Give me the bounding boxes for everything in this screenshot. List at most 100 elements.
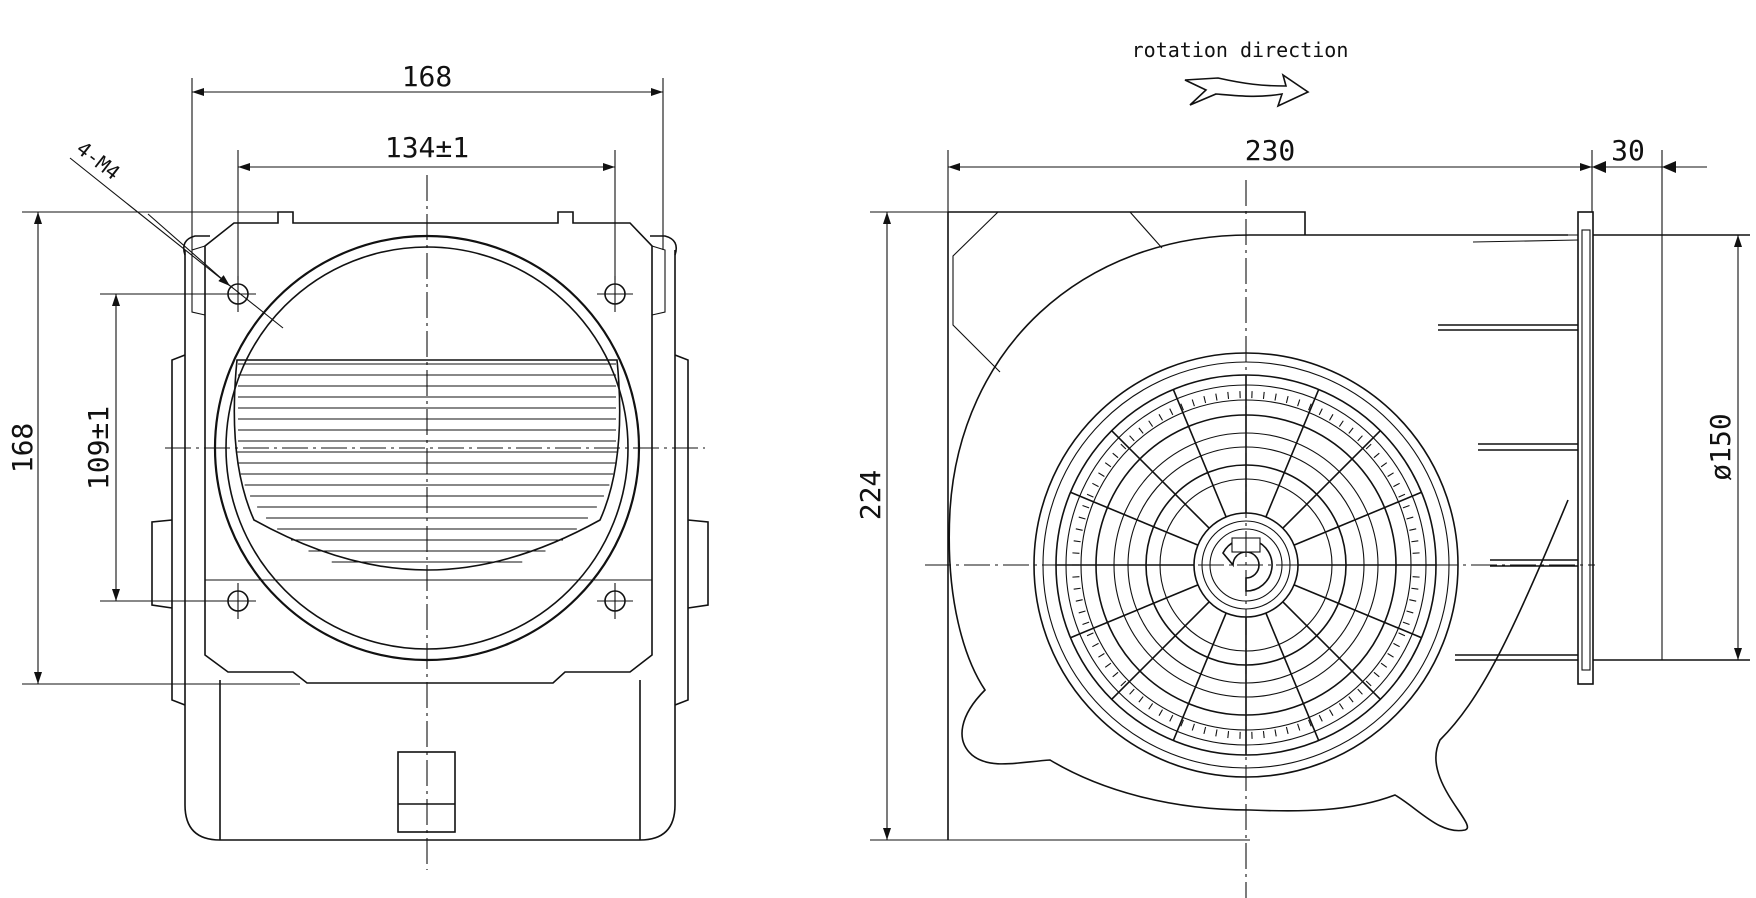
grille-tick	[1180, 403, 1184, 411]
grille-tick	[1112, 452, 1119, 459]
grille-spoke	[1172, 612, 1227, 741]
grille-tick	[1411, 587, 1419, 590]
grille-spoke	[1111, 430, 1210, 529]
grille-tick	[1398, 632, 1406, 637]
grille-tick	[1406, 610, 1414, 614]
grille-tick	[1357, 435, 1363, 442]
grille-tick	[1215, 729, 1218, 737]
dim-outlet-diameter: ø150	[1704, 413, 1737, 480]
grille-tick	[1262, 731, 1265, 739]
dim-hole-spacing-horizontal: 134±1	[385, 131, 469, 164]
grille-tick	[1308, 719, 1312, 727]
grille-spoke	[1293, 584, 1422, 639]
grille-tick	[1357, 688, 1363, 695]
grille-spoke	[1282, 601, 1381, 700]
grille-tick	[1073, 587, 1081, 590]
grille-tick	[1365, 443, 1372, 450]
front-dimensions: 168 134±1 168 109±1 4-M4	[6, 60, 664, 685]
grille-spoke	[1265, 612, 1320, 741]
grille-tick	[1274, 393, 1277, 401]
grille-tick	[1078, 516, 1086, 520]
grille-tick	[1203, 726, 1207, 734]
grille-tick	[1393, 642, 1400, 648]
grille-spoke	[1111, 601, 1210, 700]
inlet-grille-ticks	[1072, 391, 1420, 739]
grille-tick	[1203, 396, 1207, 404]
grille-tick	[1373, 452, 1380, 459]
grille-tick	[1169, 408, 1174, 416]
rotation-direction-label: rotation direction	[1132, 38, 1349, 62]
grille-spoke	[1282, 430, 1381, 529]
grille-tick	[1387, 653, 1394, 658]
rotation-arrow-icon	[1184, 73, 1310, 108]
grille-tick	[1348, 427, 1354, 434]
grille-tick	[1338, 420, 1344, 427]
grille-tick	[1409, 599, 1417, 602]
grille-tick	[1365, 680, 1372, 687]
dim-side-length: 230	[1245, 134, 1296, 167]
grille-tick	[1215, 393, 1218, 401]
grille-tick	[1148, 420, 1154, 427]
grille-tick	[1329, 709, 1334, 716]
grille-tick	[1406, 516, 1414, 520]
grille-spoke	[1293, 491, 1422, 546]
grille-tick	[1158, 414, 1163, 421]
grille-tick	[1158, 709, 1163, 716]
grille-tick	[1086, 632, 1094, 637]
grille-tick	[1329, 414, 1334, 421]
grille-tick	[1402, 504, 1410, 509]
grille-tick	[1098, 653, 1105, 658]
grille-tick	[1104, 462, 1112, 468]
grille-tick	[1393, 482, 1400, 488]
dim-flange-depth: 30	[1611, 134, 1645, 167]
grille-tick	[1075, 599, 1083, 602]
grille-tick	[1092, 482, 1099, 488]
grille-tick	[1073, 540, 1081, 543]
grille-tick	[1138, 696, 1144, 703]
grille-tick	[1308, 403, 1312, 411]
grille-tick	[1075, 528, 1083, 531]
dim-hole-spacing-vertical: 109±1	[82, 406, 115, 490]
grille-tick	[1318, 714, 1323, 722]
mounting-hole	[597, 276, 633, 312]
grille-tick	[1138, 427, 1144, 434]
grille-tick	[1082, 621, 1090, 626]
grille-tick	[1402, 621, 1410, 626]
grille-spoke	[1172, 389, 1227, 518]
grille-tick	[1387, 472, 1394, 477]
grille-spoke	[1070, 491, 1199, 546]
hole-callout: 4-M4	[72, 136, 125, 185]
grille-spoke	[1265, 389, 1320, 518]
grille-tick	[1409, 528, 1417, 531]
grille-tick	[1297, 399, 1301, 407]
grille-tick	[1191, 399, 1195, 407]
grille-tick	[1297, 723, 1301, 731]
grille-tick	[1098, 472, 1105, 477]
mounting-hole	[597, 583, 633, 619]
dim-side-height: 224	[854, 470, 887, 521]
grille-tick	[1411, 540, 1419, 543]
grille-tick	[1318, 408, 1323, 416]
grille-tick	[1262, 391, 1265, 399]
grille-tick	[1227, 731, 1230, 739]
grille-tick	[1082, 504, 1090, 509]
grille-tick	[1120, 443, 1127, 450]
side-view	[925, 180, 1750, 898]
front-view	[151, 175, 709, 870]
grille-tick	[1274, 729, 1277, 737]
grille-tick	[1104, 662, 1112, 668]
grille-tick	[1380, 662, 1388, 668]
side-dimensions: rotation direction 230 30 224 ø150	[854, 38, 1742, 841]
dim-front-height: 168	[6, 423, 39, 474]
grille-tick	[1129, 688, 1135, 695]
grille-tick	[1078, 610, 1086, 614]
grille-tick	[1285, 726, 1289, 734]
grille-tick	[1191, 723, 1195, 731]
grille-tick	[1120, 680, 1127, 687]
grille-tick	[1169, 714, 1174, 722]
grille-tick	[1112, 671, 1119, 678]
grille-tick	[1092, 642, 1099, 648]
dim-front-width: 168	[402, 60, 453, 93]
grille-tick	[1373, 671, 1380, 678]
